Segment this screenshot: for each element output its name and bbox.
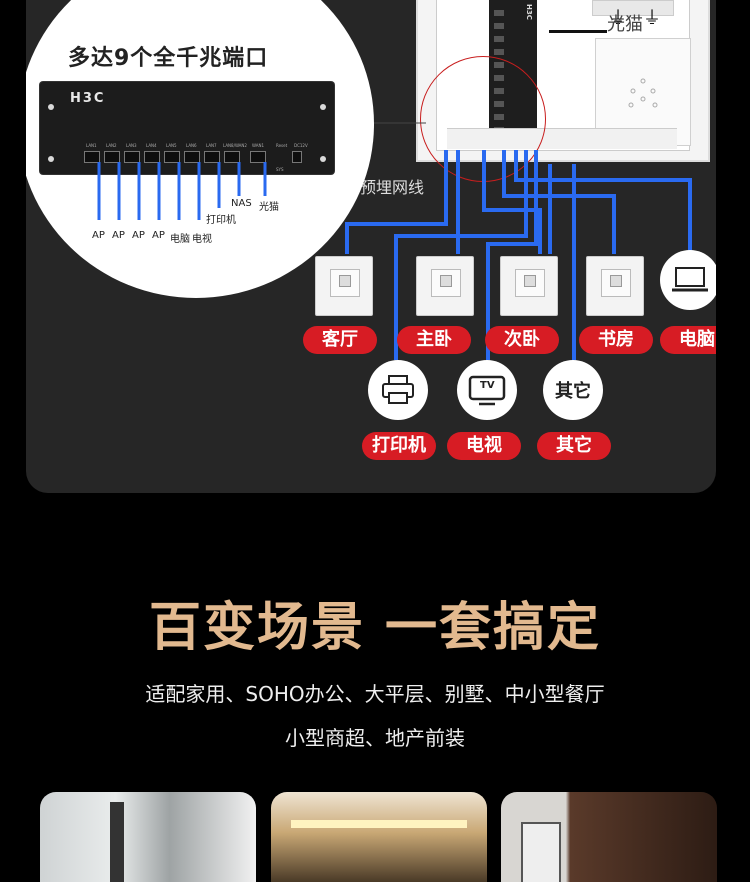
port-label: LAN2 [106,143,117,148]
printer-label: 打印机 [206,215,236,226]
tv-icon [468,375,506,406]
power-label: DC12V [294,143,308,148]
nas-label: NAS [231,198,252,209]
tv-icon-text: TV [480,380,495,391]
lan-port [104,151,120,163]
tv-label: 电视 [192,234,212,245]
modem-label: 光猫 [259,202,279,213]
tv-device: TV [457,360,517,420]
power-plug-icon-2: ⏚ [643,8,661,29]
onu-dots-icon [628,78,658,108]
lan-port [144,151,160,163]
printer-device [368,360,428,420]
port-label: LAN7 [206,143,217,148]
outlet-master-bedroom [416,256,474,316]
port-title: 多达9个全千兆端口 [68,46,269,71]
lan-port [204,151,220,163]
port-label: LAN3 [126,143,137,148]
device-label-printer: 打印机 [362,432,436,460]
scenario-photo-office [40,792,256,882]
mount-hole [48,156,54,162]
lan-port [84,151,100,163]
power-strip [592,0,674,16]
photo-light-strip [291,820,467,828]
pc-label: 电脑 [170,234,190,245]
sys-label: SYS [276,167,284,172]
room-label-pc: 电脑 [660,326,716,354]
device-label-tv: 电视 [447,432,521,460]
lan-port [164,151,180,163]
port-label: LAN4 [146,143,157,148]
port-label: LAN1 [86,143,97,148]
laptop-icon [672,267,708,292]
switch-zoom-circle: 多达9个全千兆端口 H3C LAN1 LAN2 LAN3 LAN4 LAN5 L… [26,0,374,298]
switch-logo: H3C [70,91,106,106]
mount-hole [48,104,54,110]
photo-pillar [110,802,124,882]
lan-port [124,151,140,163]
scenario-line-1: 适配家用、SOHO办公、大平层、别墅、中小型餐厅 [145,682,605,706]
ap-label-2: AP [112,230,125,241]
room-label-master: 主卧 [397,326,471,354]
lan-port [184,151,200,163]
device-label-other: 其它 [537,432,611,460]
switch-cables [97,162,267,220]
power-plug-icon: ⏚ [609,8,627,29]
lan-port [224,151,240,163]
onu-label: 光猫 [607,14,643,35]
room-label-living: 客厅 [303,326,377,354]
other-icon-text: 其它 [555,381,591,402]
cabinet-cable [549,30,607,33]
port-label: LAN6 [186,143,197,148]
scenario-line-2: 小型商超、地产前装 [285,726,465,750]
port-label: LAN5 [166,143,177,148]
cabinet-switch-logo: H3C [525,4,533,20]
scenario-headline: 百变场景 一套搞定 [148,598,602,658]
room-label-second: 次卧 [485,326,559,354]
wan-port [250,151,266,163]
wiring-label: 预埋网线 [360,178,425,197]
mount-hole [320,156,326,162]
power-port [292,151,302,163]
port-label: LAN8/WAN2 [223,143,247,148]
mount-hole [320,104,326,110]
outlet-study [586,256,644,316]
ap-label-4: AP [152,230,165,241]
port-label: WAN1 [252,143,265,148]
cable-wires [326,122,692,360]
network-diagram-panel: H3C ⏚ ⏚ 光猫 [26,0,716,493]
ap-label-3: AP [132,230,145,241]
outlet-living-room [315,256,373,316]
laptop-device [660,250,716,310]
scenario-photo-restaurant [271,792,487,882]
printer-icon [382,375,414,404]
h3c-switch: H3C LAN1 LAN2 LAN3 LAN4 LAN5 LAN6 LAN7 L… [40,82,334,174]
reset-label: Reset [276,143,288,148]
other-device: 其它 [543,360,603,420]
outlet-second-bedroom [500,256,558,316]
room-label-study: 书房 [579,326,653,354]
ap-label-1: AP [92,230,105,241]
scenario-photo-home [501,792,717,882]
photo-door [521,822,561,882]
